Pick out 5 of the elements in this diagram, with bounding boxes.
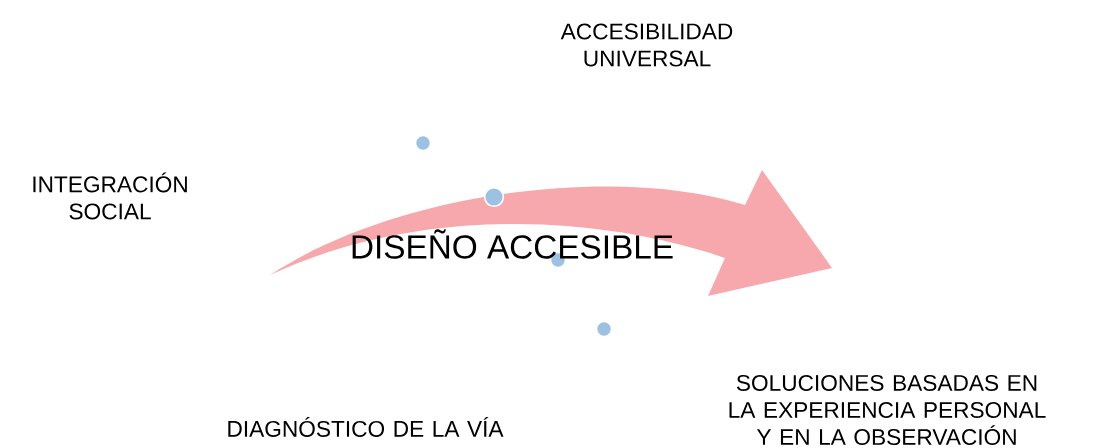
label-text: INTEGRACIÓN SOCIAL [33,172,187,220]
label-text: DIAGNÓSTICO DE LA VÍA [228,417,504,437]
label-text: SOLUCIONES BASADAS EN LA EXPERIENCIA PERSONAL Y EN LA OBSERVACIÓN [729,374,1046,446]
arrow-label: DISEÑO ACCESIBLE [352,229,673,259]
label-text: ACCESIBILIDAD UNIVERSAL [560,23,733,67]
